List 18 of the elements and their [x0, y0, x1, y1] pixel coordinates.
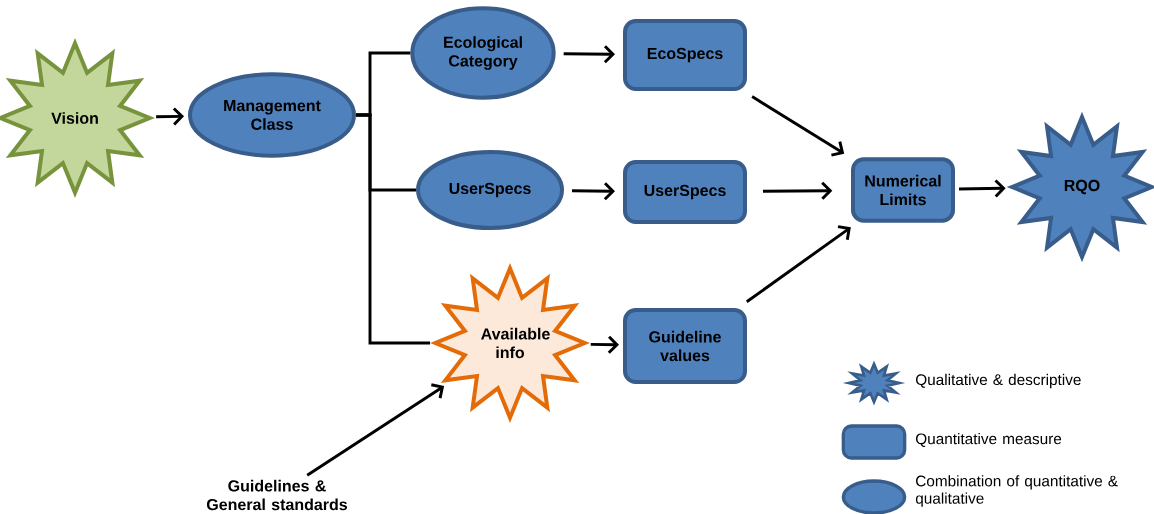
- rounded-box: Numerical Limits: [851, 157, 955, 223]
- legend-text: Combination of quantitative & qualitative: [915, 475, 1118, 507]
- arrow: [763, 181, 833, 200]
- rounded-box: UserSpecs: [623, 160, 747, 224]
- arrow: [563, 45, 615, 64]
- arrow: [590, 335, 619, 354]
- rounded-box: EcoSpecs: [623, 19, 747, 91]
- connector-line: [356, 113, 431, 345]
- arrow: [745, 225, 851, 303]
- caption-text: Guidelines & General standards: [206, 479, 348, 511]
- arrow: [571, 182, 615, 201]
- arrow: [751, 95, 845, 157]
- legend-text: Qualitative & descriptive: [916, 373, 1081, 389]
- arrow: [306, 383, 445, 477]
- arrow: [156, 107, 185, 126]
- rounded-box: Guideline values: [623, 308, 747, 384]
- arrow: [958, 179, 1006, 198]
- legend-text: Quantitative measure: [916, 433, 1062, 447]
